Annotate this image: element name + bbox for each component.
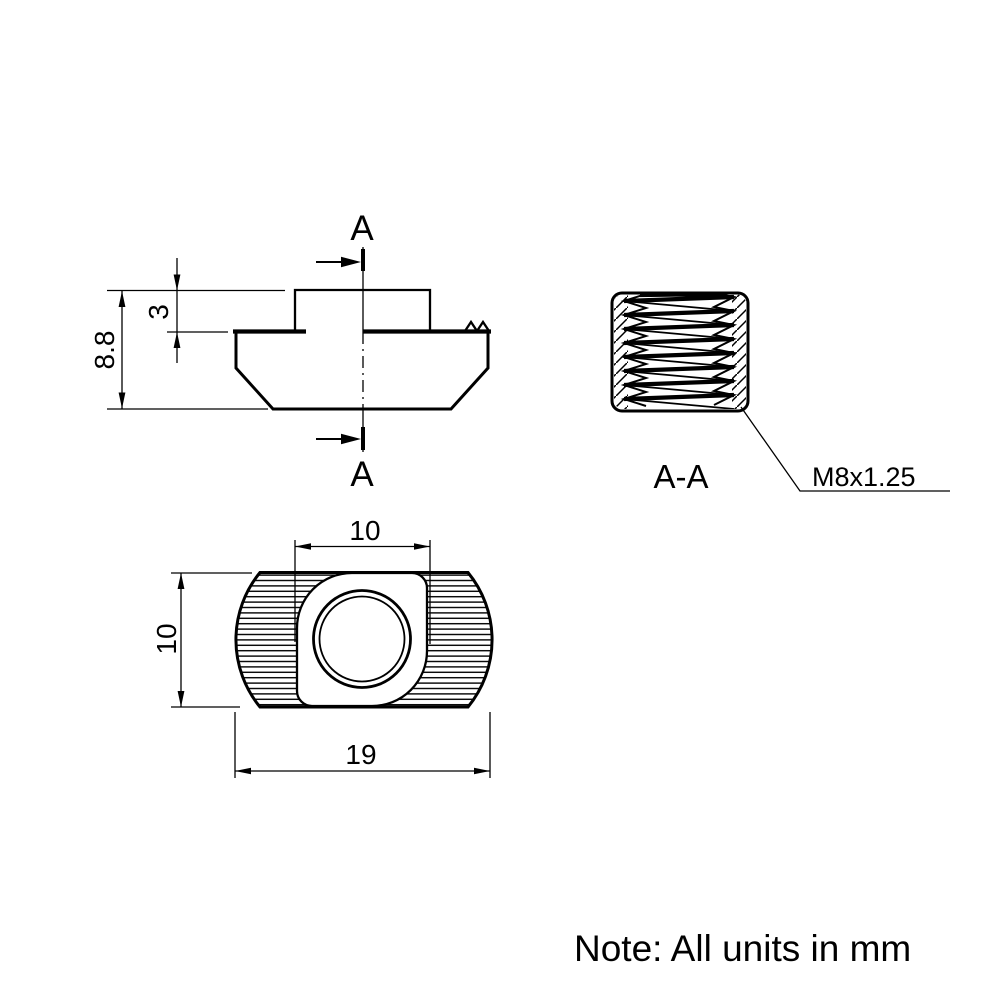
knurl-zigzag-mark — [464, 319, 490, 334]
arrowhead-up — [177, 573, 185, 589]
section-label-top: A — [350, 209, 374, 248]
thread-callout-text: M8x1.25 — [812, 462, 916, 492]
arrowhead-down-outside — [173, 274, 181, 291]
dim-boss-height-text: 3 — [143, 304, 174, 320]
units-note: Note: All units in mm — [574, 928, 911, 969]
body-outline-side — [234, 330, 490, 411]
section-arrowhead-bottom — [341, 433, 361, 445]
section-interior — [614, 294, 746, 409]
arrowhead-left — [235, 767, 251, 775]
thread-crest-lines — [623, 294, 735, 402]
arrowhead-up — [118, 291, 126, 307]
hole-outer-circle — [312, 589, 412, 689]
section-block-outline — [610, 291, 750, 413]
top-view: 10 10 19 — [151, 515, 494, 778]
arrowhead-right — [414, 543, 430, 550]
dim-boss-width-text: 10 — [349, 515, 380, 546]
section-arrowhead-top — [341, 256, 361, 268]
section-hatch-left — [614, 294, 628, 409]
side-view: A A 8.8 3 — [89, 209, 491, 494]
body-outline-top — [234, 571, 494, 709]
arrowhead-left — [295, 543, 311, 550]
section-view-label: A-A — [653, 458, 708, 495]
section-label-bottom: A — [350, 455, 374, 494]
hole-thread-circle — [318, 595, 406, 683]
arrowhead-right — [474, 767, 490, 775]
dim-body-width-text: 10 — [151, 623, 182, 654]
boss-outline-side — [293, 288, 432, 332]
boss-outline-top — [295, 571, 429, 708]
arrowhead-down — [118, 392, 126, 409]
thread-root-lines — [623, 300, 735, 409]
section-view: A-A M8x1.25 — [610, 291, 950, 495]
leader-line — [740, 406, 950, 492]
arrowhead-up-outside — [173, 332, 181, 348]
dim-total-height-text: 8.8 — [89, 331, 120, 370]
arrowhead-down — [177, 691, 185, 707]
dim-length-text: 19 — [345, 739, 376, 770]
